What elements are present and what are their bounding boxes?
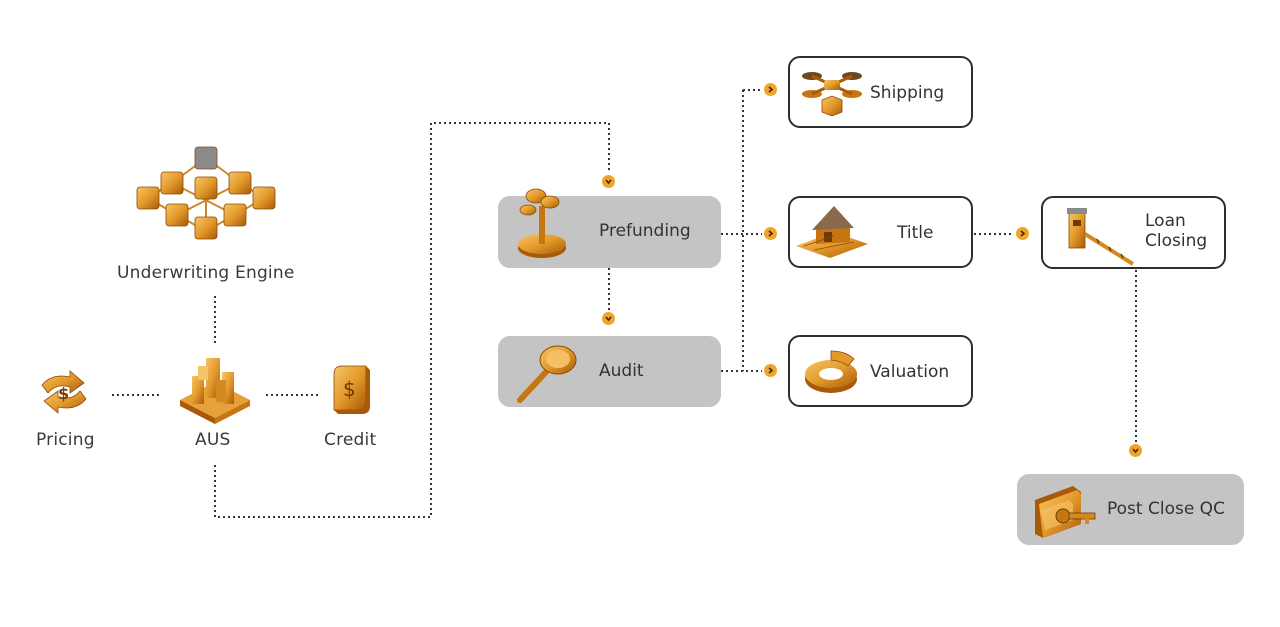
underwriting-engine-label: Underwriting Engine (117, 263, 295, 283)
pricing-label: Pricing (36, 430, 95, 450)
chevron-down-icon (1129, 444, 1142, 457)
credit-label: Credit (324, 430, 377, 450)
cube-network-icon (136, 146, 276, 240)
chevron-down-icon (602, 175, 615, 188)
shipping-box: Shipping (788, 56, 973, 128)
magnifier-icon (517, 345, 577, 403)
chevron-down-icon (602, 312, 615, 325)
chevron-right-icon (1016, 227, 1029, 240)
folder-key-icon (1035, 486, 1096, 538)
prefunding-label: Prefunding (599, 221, 691, 241)
title-label: Title (897, 223, 934, 243)
dollar-arrows-icon: $ (41, 370, 87, 414)
shipping-label: Shipping (870, 83, 945, 103)
chevron-right-icon (764, 364, 777, 377)
chevron-right-icon (764, 227, 777, 240)
audit-box: Audit (498, 336, 721, 407)
valuation-box: Valuation (788, 335, 973, 407)
post-close-qc-box: Post Close QC (1017, 474, 1244, 545)
post-close-qc-label: Post Close QC (1107, 499, 1225, 519)
valuation-label: Valuation (870, 362, 950, 382)
prefunding-box: Prefunding (498, 188, 721, 268)
dollar-tag-icon: $ (333, 365, 370, 414)
ring-chart-icon (805, 350, 857, 393)
svg-text:$: $ (58, 384, 69, 403)
loan-closing-box: Loan Closing (1041, 196, 1226, 269)
toll-gate-icon (1067, 208, 1135, 266)
building-blocks-icon (180, 358, 250, 424)
loan-closing-label-line2: Closing (1145, 231, 1208, 251)
title-box: Title (788, 196, 973, 268)
audit-label: Audit (599, 361, 644, 381)
chevron-right-icon (764, 83, 777, 96)
svg-text:$: $ (343, 377, 356, 401)
money-tree-icon (518, 188, 566, 258)
drone-icon (802, 72, 862, 117)
line-aus-prefunding (214, 122, 610, 518)
house-plan-icon (796, 206, 868, 258)
aus-label: AUS (195, 430, 231, 450)
loan-closing-label-line1: Loan (1145, 211, 1186, 231)
